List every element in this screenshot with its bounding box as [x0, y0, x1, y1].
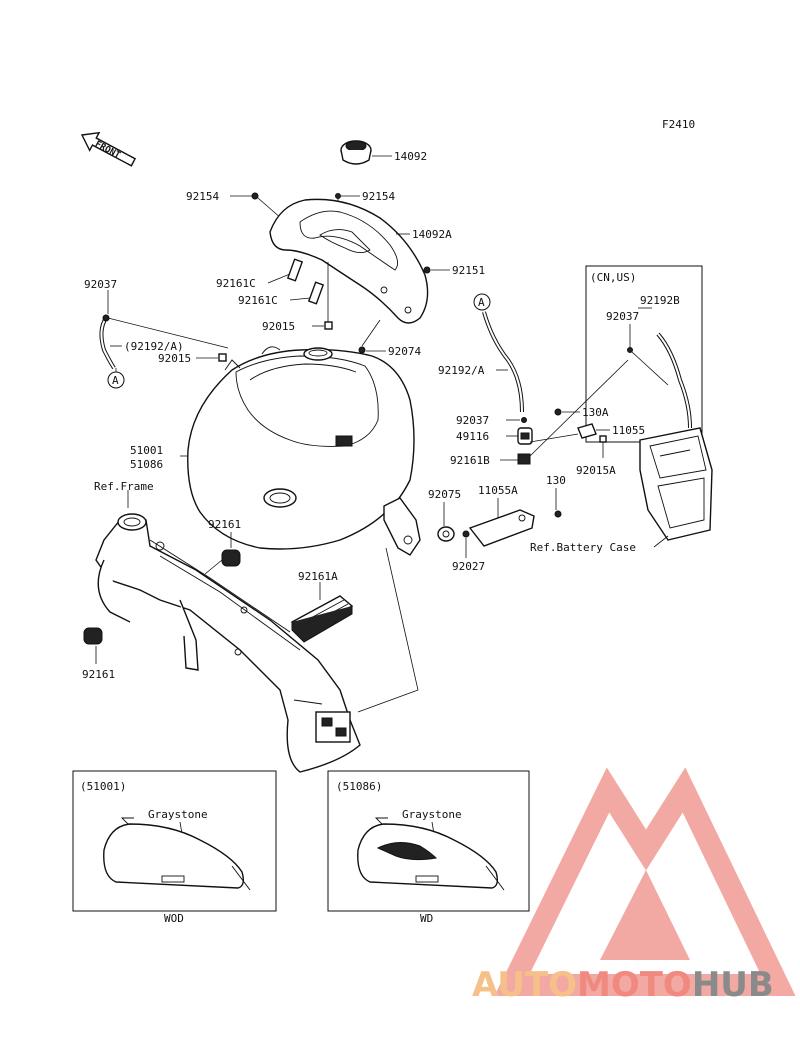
rubber-pad-part — [290, 595, 354, 643]
grommet-part — [286, 258, 304, 282]
figure-code: F2410 — [662, 118, 695, 131]
bracket-part — [577, 423, 597, 439]
grommet-part — [517, 453, 531, 465]
screw-part — [423, 266, 431, 274]
marker-a-right: A — [478, 296, 485, 309]
panel-2-color: Graystone — [402, 808, 462, 821]
valve-part — [517, 427, 533, 445]
bracket-part — [468, 509, 535, 547]
callout-92161B: 92161B — [450, 454, 490, 467]
callout-92154-left: 92154 — [186, 190, 219, 203]
callout-11055A: 11055A — [478, 484, 518, 497]
callout-11055: 11055 — [612, 424, 645, 437]
grommet-part — [307, 281, 325, 305]
callout-92192A-paren: (92192/A) — [124, 340, 184, 353]
bolt-part — [554, 408, 562, 416]
callout-92037-mid: 92037 — [456, 414, 489, 427]
callout-92015-top: 92015 — [262, 320, 295, 333]
bolt-part — [554, 510, 562, 518]
clip-part — [324, 321, 333, 330]
callout-92192A: 92192/A — [438, 364, 485, 377]
callout-92161A: 92161A — [298, 570, 338, 583]
washer-part — [462, 530, 470, 538]
damper-part — [358, 346, 366, 354]
fuel-tank-part — [187, 346, 421, 556]
watermark-moto: MOTO — [577, 965, 692, 1005]
clamp-part — [521, 417, 527, 423]
callout-92074: 92074 — [388, 345, 421, 358]
marker-a-left: A — [112, 374, 119, 387]
callout-92192B: 92192B — [640, 294, 680, 307]
callout-14092A: 14092A — [412, 228, 452, 241]
callout-14092: 14092 — [394, 150, 427, 163]
watermark-hub: HUB — [692, 965, 774, 1005]
callout-92161C-b: 92161C — [238, 294, 278, 307]
callout-92161-b: 92161 — [82, 668, 115, 681]
callout-49116: 49116 — [456, 430, 489, 443]
callout-130A: 130A — [582, 406, 609, 419]
damper-part — [221, 549, 241, 567]
watermark-logo-icon — [494, 767, 796, 996]
frame-part — [95, 513, 361, 773]
battery-case-part — [639, 427, 713, 541]
callout-51001: 51001 — [130, 444, 163, 457]
watermark-auto: AUTO — [472, 965, 577, 1005]
marker-a-circle-right — [473, 293, 491, 311]
callout-92154-right: 92154 — [362, 190, 395, 203]
screw-part — [251, 192, 259, 200]
callout-92161C-a: 92161C — [216, 277, 256, 290]
panel-1-footer: WOD — [164, 912, 184, 925]
callout-92075: 92075 — [428, 488, 461, 501]
tank-side-view-1 — [103, 817, 251, 891]
callout-92151: 92151 — [452, 264, 485, 277]
callout-92037-box: 92037 — [606, 310, 639, 323]
front-arrow-icon: FRONT — [80, 131, 137, 167]
callout-92015-left: 92015 — [158, 352, 191, 365]
front-label: FRONT — [93, 139, 122, 161]
ref-battery-case: Ref.Battery Case — [530, 541, 636, 554]
panel-2-header: (51086) — [336, 780, 382, 793]
callout-92027: 92027 — [452, 560, 485, 573]
console-cover-part — [269, 198, 429, 324]
callout-92037-left: 92037 — [84, 278, 117, 291]
variant-box-label: (CN,US) — [590, 271, 636, 284]
clip-part — [218, 353, 227, 362]
variant-panel-1 — [72, 770, 277, 912]
tank-side-view-2 — [357, 817, 505, 891]
panel-1-header: (51001) — [80, 780, 126, 793]
damper-part — [83, 627, 103, 645]
panel-1-color: Graystone — [148, 808, 208, 821]
fuel-cap-part — [340, 140, 372, 165]
damper-part — [437, 526, 455, 542]
panel-2-footer: WD — [420, 912, 433, 925]
watermark-text: AUTOMOTOHUB — [472, 965, 774, 1005]
clamp-part — [627, 347, 633, 353]
ref-frame: Ref.Frame — [94, 480, 154, 493]
variant-panel-2 — [327, 770, 530, 912]
callout-92161-a: 92161 — [208, 518, 241, 531]
clip-part — [599, 435, 607, 443]
screw-part — [335, 193, 341, 199]
callout-130: 130 — [546, 474, 566, 487]
tank-emblem-icon — [376, 842, 438, 861]
callout-92015A: 92015A — [576, 464, 616, 477]
callout-51086: 51086 — [130, 458, 163, 471]
